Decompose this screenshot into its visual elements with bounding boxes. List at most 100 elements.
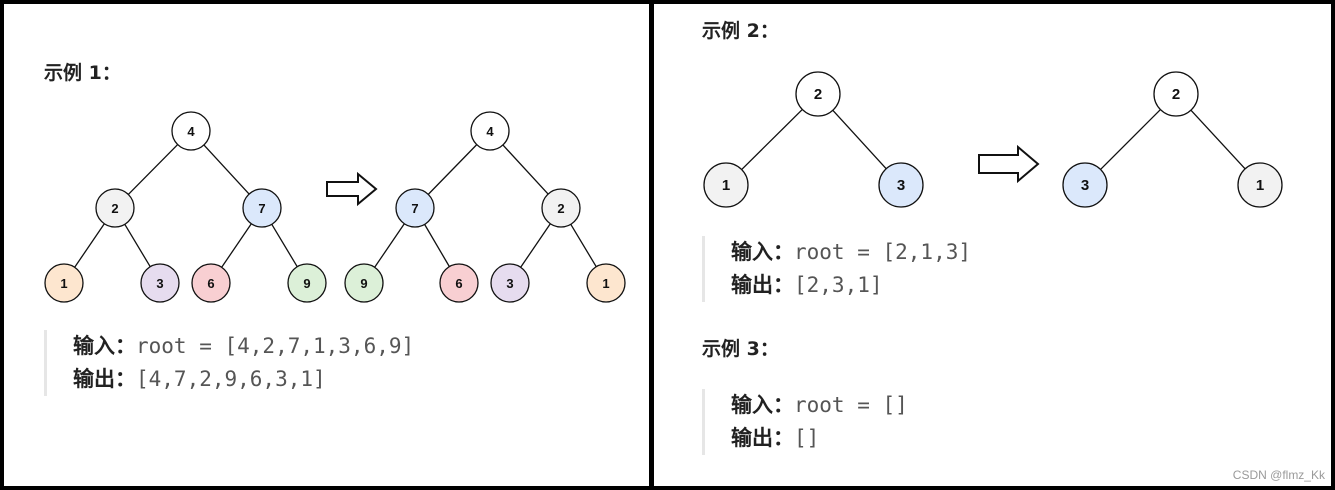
ex2-before-node-circle — [795, 71, 841, 117]
ex1-before-node: 2 — [95, 188, 135, 228]
ex1-before-node-label: 9 — [303, 276, 310, 291]
ex1-after-edge — [520, 223, 551, 268]
output-value: [] — [794, 426, 820, 450]
ex2-after-edge — [1190, 109, 1246, 170]
ex2-before-node-circle — [878, 162, 924, 208]
ex1-before-node-circle — [171, 111, 211, 151]
ex1-before-node: 4 — [171, 111, 211, 151]
ex2-after-node-circle — [1062, 162, 1108, 208]
ex1-before-node-circle — [287, 263, 327, 303]
ex1-before-node: 7 — [242, 188, 282, 228]
example3-input-line: 输入：root = [] — [731, 389, 908, 422]
output-value: [2,3,1] — [794, 273, 883, 297]
panel-divider — [649, 0, 654, 490]
example1-arrow — [326, 171, 378, 207]
ex1-after-node: 2 — [541, 188, 581, 228]
ex2-after-node-label: 3 — [1081, 177, 1089, 194]
input-value: root = [2,1,3] — [794, 240, 972, 264]
ex1-after-node-circle — [541, 188, 581, 228]
ex2-after-node: 1 — [1237, 162, 1283, 208]
ex1-after-node-circle — [490, 263, 530, 303]
ex1-after-node: 1 — [586, 263, 626, 303]
output-value: [4,7,2,9,6,3,1] — [136, 367, 326, 391]
ex1-before-node-circle — [44, 263, 84, 303]
input-value: root = [4,2,7,1,3,6,9] — [136, 334, 415, 358]
ex1-after-node-label: 6 — [455, 276, 462, 291]
ex2-after-node: 2 — [1153, 71, 1199, 117]
ex2-before-edge — [832, 109, 887, 170]
example2-output-line: 输出：[2,3,1] — [731, 269, 971, 302]
ex2-before-node-label: 2 — [814, 86, 822, 103]
right-arrow-icon — [326, 171, 378, 207]
ex1-before-edge — [74, 223, 105, 268]
ex1-before-node: 1 — [44, 263, 84, 303]
ex1-before-node-circle — [140, 263, 180, 303]
ex1-after-node: 4 — [470, 111, 510, 151]
ex2-before-edge — [741, 109, 803, 170]
ex1-after-node-circle — [586, 263, 626, 303]
input-label: 输入： — [731, 240, 794, 264]
ex1-after-node-label: 4 — [486, 124, 494, 139]
input-label: 输入： — [731, 393, 794, 417]
ex1-before-node-label: 2 — [111, 201, 118, 216]
input-value: root = [] — [794, 393, 908, 417]
ex2-after-edge — [1100, 109, 1161, 170]
example1-io-block: 输入：root = [4,2,7,1,3,6,9] 输出：[4,7,2,9,6,… — [44, 330, 414, 396]
ex1-after-edge — [424, 224, 450, 267]
ex2-after-node-label: 1 — [1256, 177, 1264, 194]
ex2-before-node-circle — [703, 162, 749, 208]
ex1-after-node: 6 — [439, 263, 479, 303]
ex1-before-node-label: 4 — [187, 124, 195, 139]
example3-output-line: 输出：[] — [731, 422, 908, 455]
output-label: 输出： — [731, 426, 794, 450]
ex1-before-edge — [124, 223, 151, 268]
ex1-before-node-circle — [242, 188, 282, 228]
ex1-after-node: 9 — [344, 263, 384, 303]
ex1-before-edge — [203, 144, 250, 195]
ex1-before-node-label: 6 — [207, 276, 214, 291]
example2-input-line: 输入：root = [2,1,3] — [731, 236, 971, 269]
ex1-after-edge — [570, 223, 597, 268]
ex1-after-node-label: 2 — [557, 201, 564, 216]
ex2-before-node: 1 — [703, 162, 749, 208]
ex2-before-node-label: 3 — [897, 177, 905, 194]
ex1-before-edge — [271, 223, 298, 268]
ex2-after-node: 3 — [1062, 162, 1108, 208]
ex1-after-node: 7 — [395, 188, 435, 228]
example1-input-line: 输入：root = [4,2,7,1,3,6,9] — [73, 330, 414, 363]
ex1-before-node: 3 — [140, 263, 180, 303]
ex1-after-edge — [374, 223, 405, 268]
ex2-after-node-circle — [1153, 71, 1199, 117]
ex1-after-node: 3 — [490, 263, 530, 303]
ex1-after-node-circle — [395, 188, 435, 228]
output-label: 输出： — [73, 367, 136, 391]
ex2-after-node-label: 2 — [1172, 86, 1180, 103]
input-label: 输入： — [73, 334, 136, 358]
ex2-after-node-circle — [1237, 162, 1283, 208]
example1-output-line: 输出：[4,7,2,9,6,3,1] — [73, 363, 414, 396]
ex1-before-node: 9 — [287, 263, 327, 303]
ex2-before-node: 3 — [878, 162, 924, 208]
ex1-after-node-circle — [439, 263, 479, 303]
ex1-after-node-label: 1 — [602, 276, 609, 291]
example3-io-block: 输入：root = [] 输出：[] — [702, 389, 908, 455]
output-label: 输出： — [731, 273, 794, 297]
ex1-before-node-label: 1 — [60, 276, 67, 291]
ex2-before-node-label: 1 — [722, 177, 730, 194]
example3-heading: 示例 3： — [702, 338, 779, 360]
ex2-before-node: 2 — [795, 71, 841, 117]
ex1-before-node-circle — [95, 188, 135, 228]
ex1-after-edge — [427, 144, 478, 195]
ex1-before-node-label: 3 — [156, 276, 163, 291]
ex1-after-node-label: 7 — [411, 201, 418, 216]
ex1-after-edge — [502, 144, 549, 195]
example2-arrow — [978, 144, 1040, 184]
example1-heading: 示例 1： — [44, 62, 121, 84]
example2-io-block: 输入：root = [2,1,3] 输出：[2,3,1] — [702, 236, 971, 302]
ex1-before-node-circle — [191, 263, 231, 303]
ex1-before-node: 6 — [191, 263, 231, 303]
ex1-after-node-label: 9 — [360, 276, 367, 291]
ex1-after-node-circle — [470, 111, 510, 151]
